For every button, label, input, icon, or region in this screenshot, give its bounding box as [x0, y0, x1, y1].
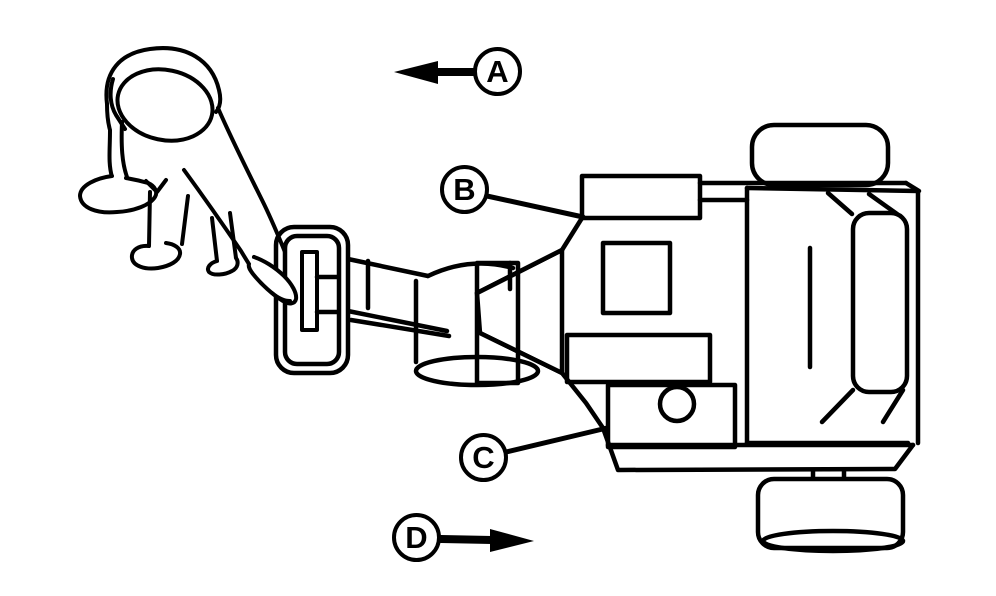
hood [104, 46, 223, 114]
front-wheel [749, 122, 891, 188]
deck-hatch [600, 240, 673, 316]
funnel-coupling [474, 215, 585, 386]
right-leg [210, 216, 219, 263]
control-handle [273, 224, 351, 376]
operator-figure [78, 46, 299, 306]
knob [657, 384, 697, 424]
arrow-right-icon [437, 529, 534, 552]
callout-d: D [392, 513, 441, 562]
left-foot [129, 241, 183, 271]
machine-body [559, 122, 922, 554]
arrow-left-icon [394, 61, 478, 84]
callout-a: A [473, 47, 522, 96]
rear-wheel [755, 476, 906, 551]
left-leg [147, 190, 152, 248]
control-shaft [345, 256, 452, 339]
right-hand [246, 255, 299, 306]
leader-line-c [503, 425, 610, 455]
leader-line-b [484, 193, 586, 220]
callout-markers [394, 61, 610, 552]
seat [850, 210, 910, 395]
callout-b: B [440, 165, 489, 214]
head [115, 67, 215, 143]
side-box [605, 382, 738, 450]
right-foot [206, 256, 240, 277]
torso [216, 106, 287, 254]
callout-c: C [459, 433, 508, 482]
arm-part [579, 173, 703, 221]
